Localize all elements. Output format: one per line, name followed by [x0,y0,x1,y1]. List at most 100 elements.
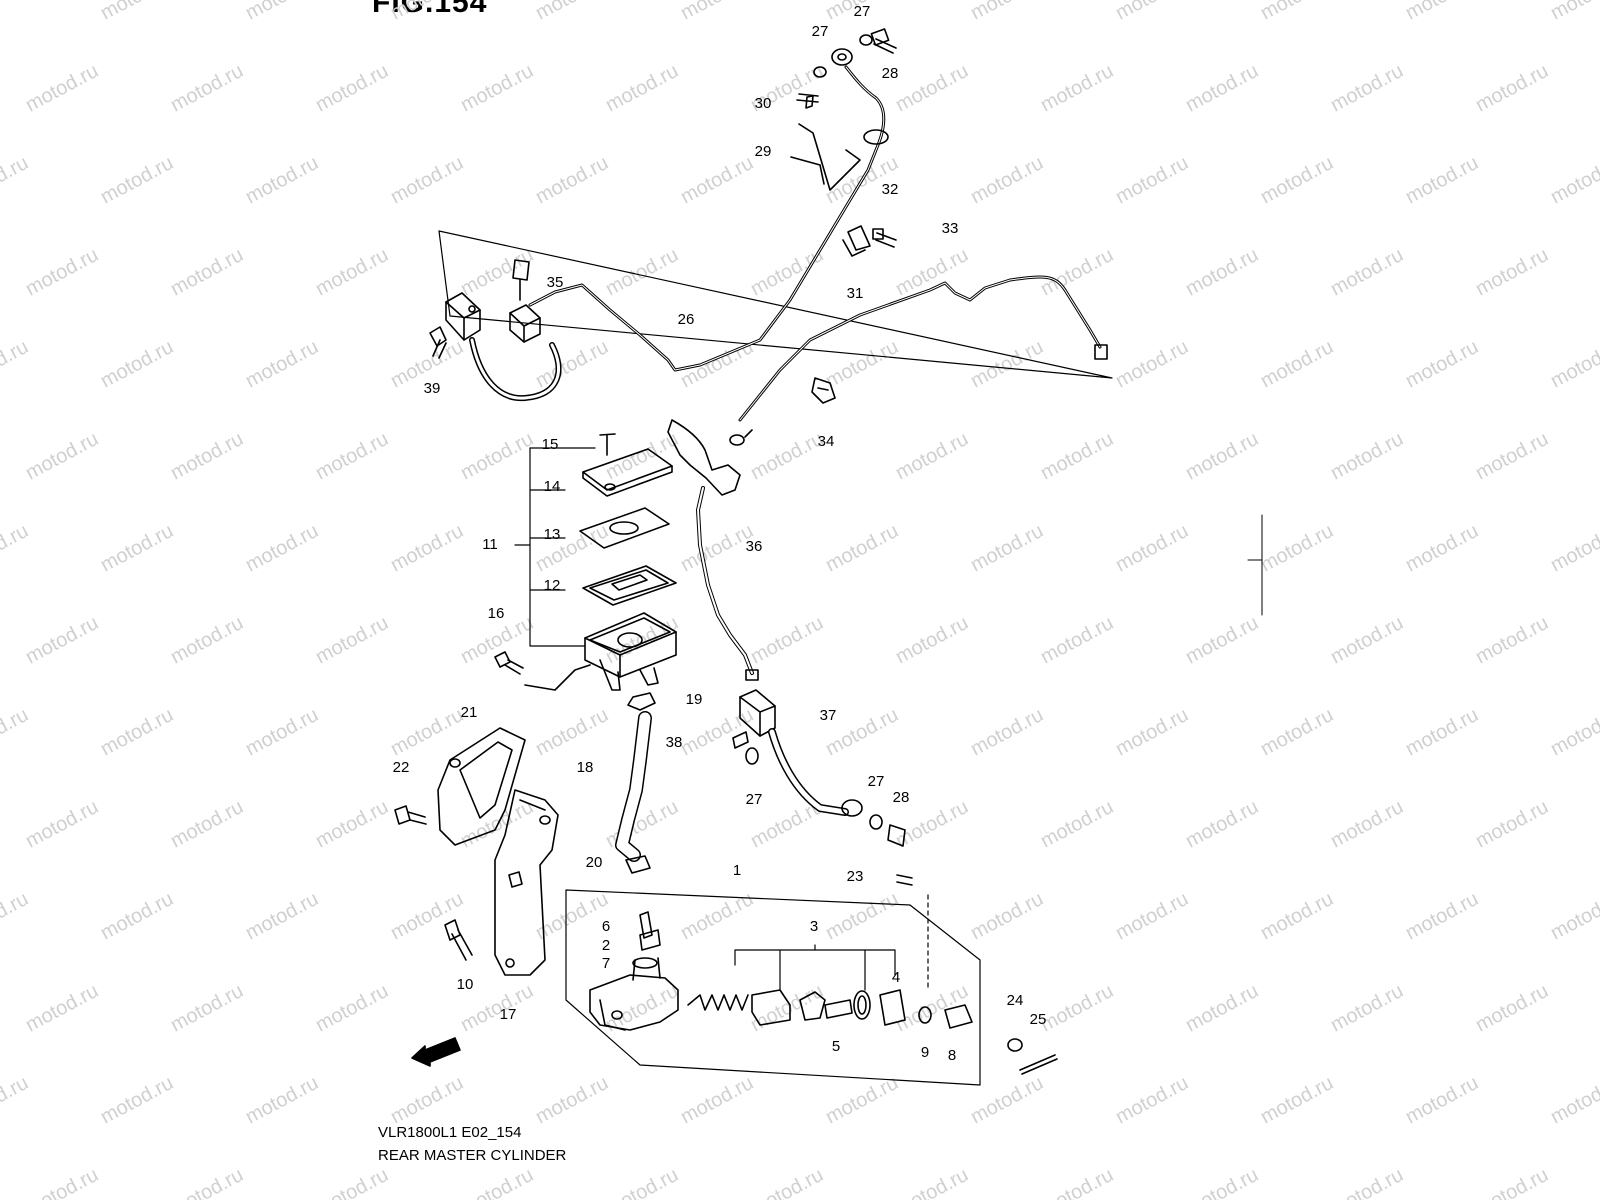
watermark-text: motod.ru [97,888,177,944]
watermark-text: motod.ru [387,520,467,576]
watermark-text: motod.ru [22,428,102,484]
clamp-31-bolt-32 [842,225,897,257]
watermark-text: motod.ru [1472,612,1552,668]
watermark-text: motod.ru [1472,244,1552,300]
watermark-text: motod.ru [967,1072,1047,1128]
watermark-text: motod.ru [1037,60,1117,116]
part-number-label-p3: 3 [810,918,818,935]
watermark-text: motod.ru [532,1072,612,1128]
watermark-text: motod.ru [242,1072,322,1128]
watermark-text: motod.ru [1327,796,1407,852]
watermark-text: motod.ru [1402,152,1482,208]
watermark-text: motod.ru [457,1164,537,1200]
watermark-text: motod.ru [1112,704,1192,760]
bracket-21 [437,727,526,846]
part-number-label-p37: 37 [820,707,837,724]
watermark-text: motod.ru [602,244,682,300]
watermark-text: motod.ru [532,152,612,208]
watermark-text: motod.ru [0,888,32,944]
watermark-text: motod.ru [1472,428,1552,484]
watermark-text: motod.ru [312,796,392,852]
brake-pipe-26 [528,65,886,372]
watermark-text: motod.ru [97,704,177,760]
part-number-label-p25: 25 [1030,1011,1047,1028]
watermark-text: motod.ru [602,60,682,116]
clamp-34 [811,377,836,404]
part-number-label-p32: 32 [882,181,899,198]
watermark-text: motod.ru [312,612,392,668]
watermark-text: motod.ru [1472,796,1552,852]
watermark-text: motod.ru [0,336,32,392]
watermark-text: motod.ru [967,0,1047,24]
watermark-text: motod.ru [677,0,757,24]
watermark-text: motod.ru [0,1072,32,1128]
watermark-text: motod.ru [1472,980,1552,1036]
watermark-text: motod.ru [167,612,247,668]
hose-clip-20 [625,855,651,874]
watermark-text: motod.ru [677,152,757,208]
watermark-text: motod.ru [167,428,247,484]
watermark-text: motod.ru [312,980,392,1036]
part-number-label-p21: 21 [461,704,478,721]
watermark-text: motod.ru [1547,336,1600,392]
watermark-text: motod.ru [1257,520,1337,576]
watermark-text: motod.ru [1257,0,1337,24]
watermark-text: motod.ru [602,1164,682,1200]
watermark-text: motod.ru [167,980,247,1036]
watermark-text: motod.ru [747,612,827,668]
part-number-label-p18: 18 [577,759,594,776]
bolt-16 [494,651,591,691]
watermark-text: motod.ru [892,244,972,300]
part-number-label-p9: 9 [921,1044,929,1061]
watermark-text: motod.ru [1327,612,1407,668]
watermark-text: motod.ru [532,704,612,760]
watermark-text: motod.ru [1112,152,1192,208]
part-number-label-p31: 31 [847,285,864,302]
part-number-label-p27d: 27 [868,773,885,790]
watermark-text: motod.ru [747,244,827,300]
watermark-text: motod.ru [1327,1164,1407,1200]
watermark-text: motod.ru [747,1164,827,1200]
watermark-text: motod.ru [457,244,537,300]
watermark-text: motod.ru [1182,612,1262,668]
watermark-text: motod.ru [387,888,467,944]
pipe-clamp-29 [790,93,861,191]
watermark-text: motod.ru [167,60,247,116]
watermark-text: motod.ru [747,980,827,1036]
watermark-text: motod.ru [1112,1072,1192,1128]
part-number-label-p30: 30 [755,95,772,112]
part-number-label-p16: 16 [488,605,505,622]
watermark-text: motod.ru [167,796,247,852]
watermark-text: motod.ru [967,704,1047,760]
watermark-text: motod.ru [387,0,467,24]
watermark-text: motod.ru [0,704,32,760]
watermark-text: motod.ru [1182,428,1262,484]
upper-group-outline [438,230,1113,379]
watermark-text: motod.ru [312,1164,392,1200]
part-number-label-p17: 17 [500,1006,517,1023]
watermark-text: motod.ru [967,888,1047,944]
left-junction-hose [429,259,562,402]
bolt-10 [444,919,473,961]
watermark-text: motod.ru [242,704,322,760]
part-number-label-p2: 2 [602,937,610,954]
watermark-text: motod.ru [1257,1072,1337,1128]
watermark-text: motod.ru [0,520,32,576]
watermark-text: motod.ru [1037,1164,1117,1200]
watermark-text: motod.ru [822,336,902,392]
watermark-text: motod.ru [1182,60,1262,116]
watermark-text: motod.ru [97,0,177,24]
watermark-text: motod.ru [387,704,467,760]
watermark-text: motod.ru [1547,520,1600,576]
watermark-text: motod.ru [677,1072,757,1128]
watermark-text: motod.ru [1402,888,1482,944]
watermark-text: motod.ru [1257,152,1337,208]
watermark-text: motod.ru [1112,0,1192,24]
part-number-label-p12: 12 [544,577,561,594]
upper-banjo-union [667,419,753,496]
watermark-text: motod.ru [1112,520,1192,576]
watermark-text: motod.ru [602,796,682,852]
watermark-text: motod.ru [387,1072,467,1128]
